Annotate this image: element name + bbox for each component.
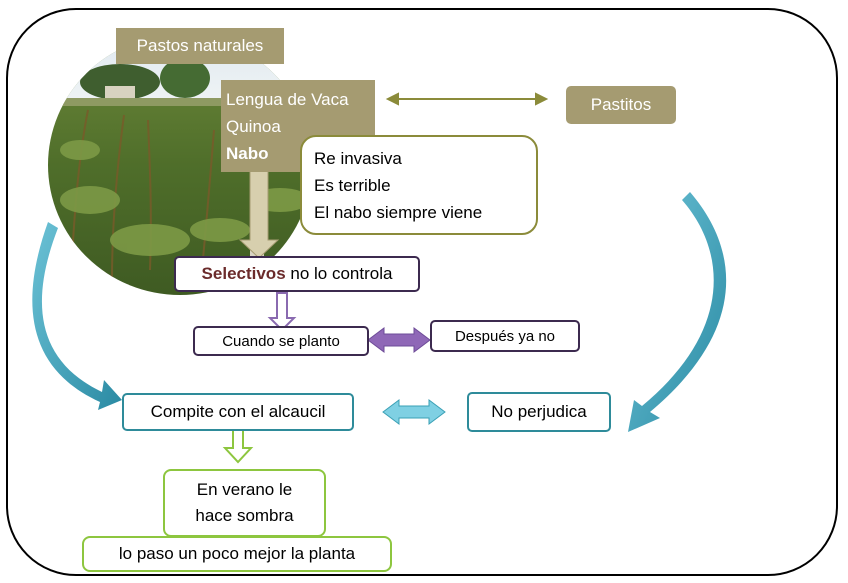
mejor-box: lo paso un poco mejor la planta [82,536,392,572]
selectivos-box: Selectivos no lo controla [174,256,420,292]
cuando-box: Cuando se planto [193,326,369,356]
weed-lengua-de-vaca: Lengua de Vaca [226,90,349,109]
nabo-note-line1: Re invasiva [314,148,402,168]
no-perjudica-label: No perjudica [491,402,587,421]
selectivos-rest: no lo controla [285,264,393,283]
nabo-note-line3: El nabo siempre viene [314,202,483,222]
verano-line1: En verano le [196,480,293,499]
verano-box: En verano le hace sombra [163,469,326,537]
weed-nabo: Nabo [226,144,269,163]
photo-label-text: Pastos naturales [136,36,264,55]
pastitos-label: Pastitos [590,95,652,114]
nabo-note-line2: Es terrible [314,175,391,195]
pastitos-box: Pastitos [566,86,676,124]
photo-label: Pastos naturales [116,28,284,64]
compite-label: Compite con el alcaucil [150,402,326,421]
cuando-label: Cuando se planto [222,332,340,350]
verano-line2: hace sombra [195,506,294,525]
selectivos-bold: Selectivos [201,264,286,283]
no-perjudica-box: No perjudica [467,392,611,432]
despues-label: Después ya no [454,327,556,345]
despues-box: Después ya no [430,320,580,352]
nabo-note-box: Re invasiva Es terrible El nabo siempre … [300,135,538,235]
mejor-label: lo paso un poco mejor la planta [118,544,356,563]
compite-box: Compite con el alcaucil [122,393,354,431]
weed-quinoa: Quinoa [226,117,281,136]
